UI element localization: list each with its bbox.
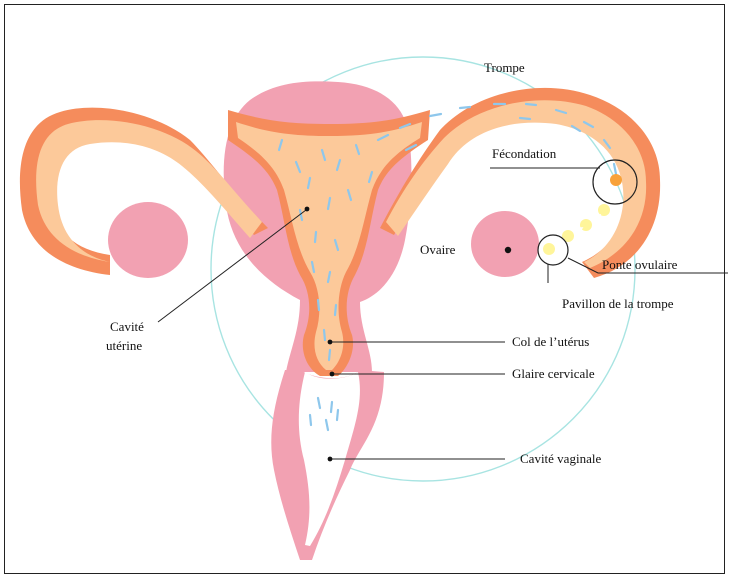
label-fecondation: Fécondation	[492, 146, 557, 161]
label-col-uterus: Col de l’utérus	[512, 334, 589, 349]
label-cavite-uterine-line1: Cavité	[110, 319, 144, 334]
label-cavite-uterine-line2: utérine	[106, 338, 142, 353]
label-glaire-cervicale: Glaire cervicale	[512, 366, 595, 381]
label-cavite-vaginale: Cavité vaginale	[520, 451, 601, 466]
ovary-right	[471, 211, 539, 277]
label-pavillon-trompe: Pavillon de la trompe	[562, 296, 674, 311]
label-ponte-ovulaire: Ponte ovulaire	[602, 257, 678, 272]
ovum-path-arrows	[556, 215, 600, 244]
ovary-left	[108, 202, 188, 278]
label-trompe: Trompe	[484, 60, 525, 75]
label-ovaire: Ovaire	[420, 242, 456, 257]
